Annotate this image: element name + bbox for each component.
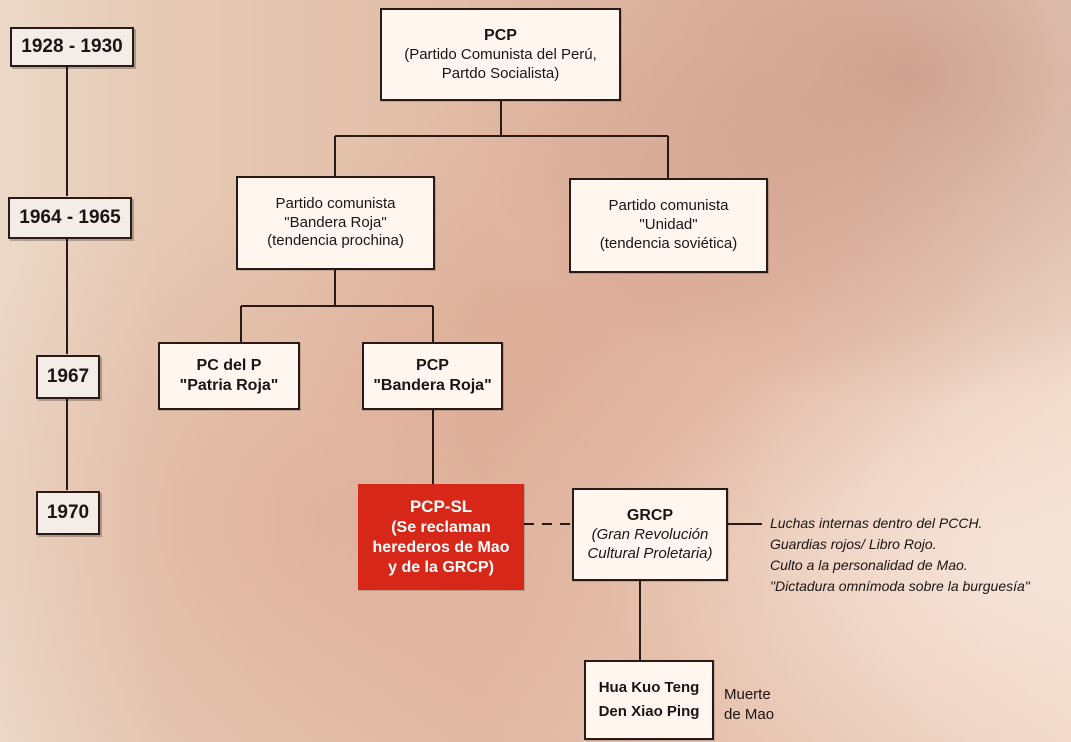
box-pcp-bandera-roja: PCP "Bandera Roja" [362, 342, 503, 410]
year-1967: 1967 [36, 355, 100, 399]
grcp-notes: Luchas internas dentro del PCCH. Guardia… [770, 513, 1030, 597]
year-1970: 1970 [36, 491, 100, 535]
note-line: Guardias rojos/ Libro Rojo. [770, 536, 937, 552]
note-line: "Dictadura omnímoda sobre la burguesía" [770, 578, 1030, 594]
box-patria-roja: PC del P "Patria Roja" [158, 342, 300, 410]
box-hua-kuo-teng: Hua Kuo Teng Den Xiao Ping [584, 660, 714, 740]
note-line: Luchas internas dentro del PCCH. [770, 515, 983, 531]
box-unidad: Partido comunista "Unidad" (tendencia so… [569, 178, 768, 273]
year-1964-1965: 1964 - 1965 [8, 197, 132, 239]
muerte-de-mao-label: Muerte de Mao [724, 686, 775, 723]
year-1928-1930: 1928 - 1930 [10, 27, 134, 67]
note-line: Culto a la personalidad de Mao. [770, 557, 968, 573]
box-bandera-roja: Partido comunista "Bandera Roja" (tenden… [236, 176, 435, 270]
box-pcp: PCP (Partido Comunista del Perú, Partdo … [380, 8, 621, 101]
box-grcp: GRCP (Gran Revolución Cultural Proletari… [572, 488, 728, 581]
box-pcp-sl: PCP-SL (Se reclaman herederos de Mao y d… [358, 484, 524, 590]
